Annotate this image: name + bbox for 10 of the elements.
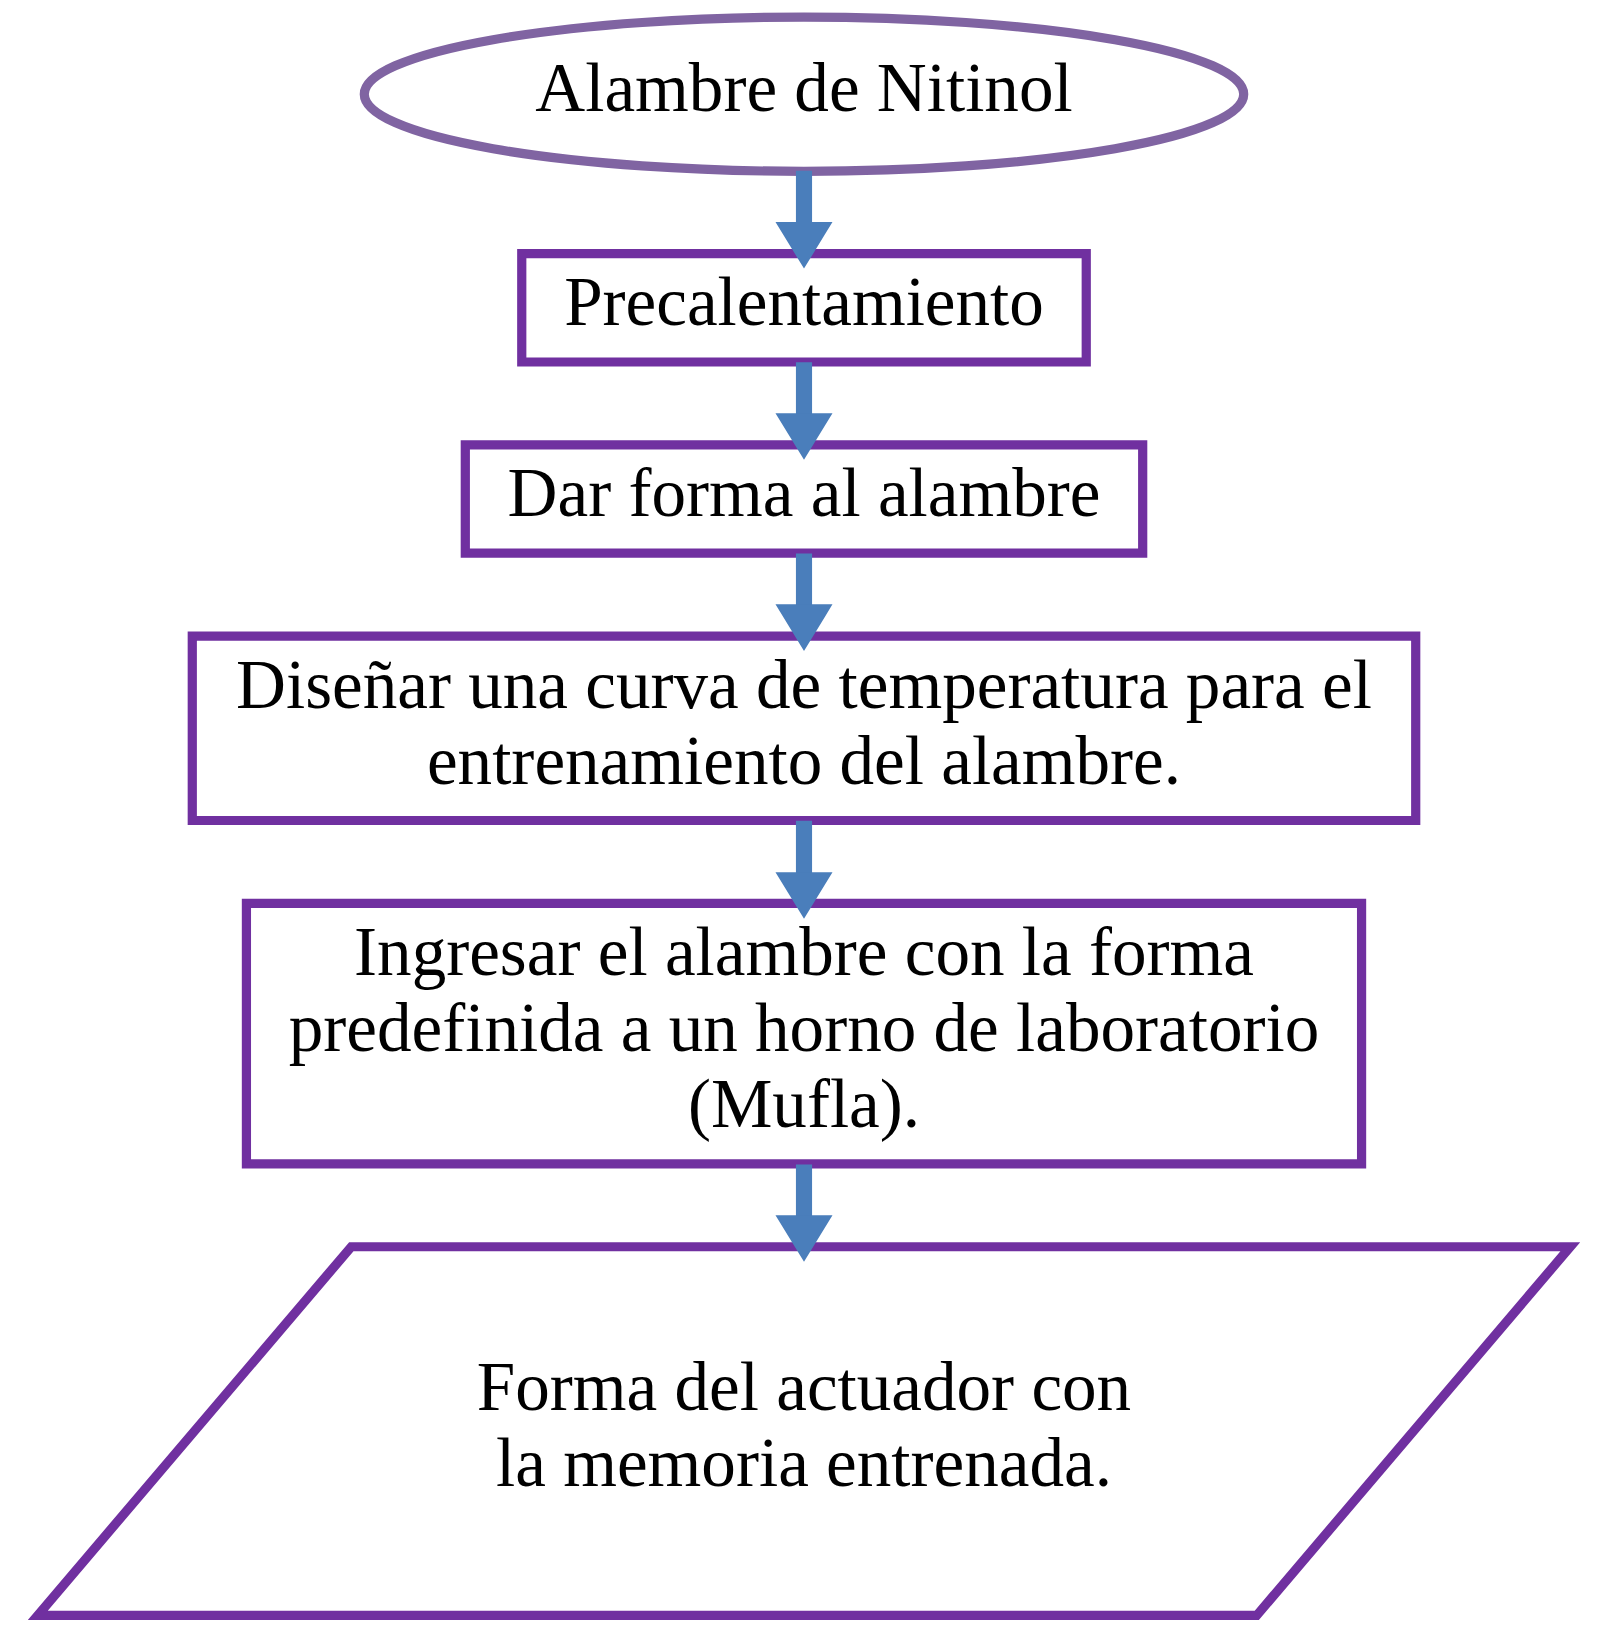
arrow xyxy=(775,362,833,460)
node-box: Ingresar el alambre con la forma predefinida a un horno de laboratorio (Mufla). xyxy=(241,898,1367,1169)
node-box: Diseñar una curva de temperatura para el entrenamiento del alambre. xyxy=(187,631,1421,826)
node-box: Dar forma al alambre xyxy=(460,440,1148,558)
arrow xyxy=(775,1164,833,1262)
node-box: Precalentamiento xyxy=(517,249,1091,367)
arrow xyxy=(775,553,833,651)
node-ellipse: Alambre de Nitinol xyxy=(359,12,1249,176)
arrow xyxy=(775,820,833,919)
arrow xyxy=(775,170,833,269)
